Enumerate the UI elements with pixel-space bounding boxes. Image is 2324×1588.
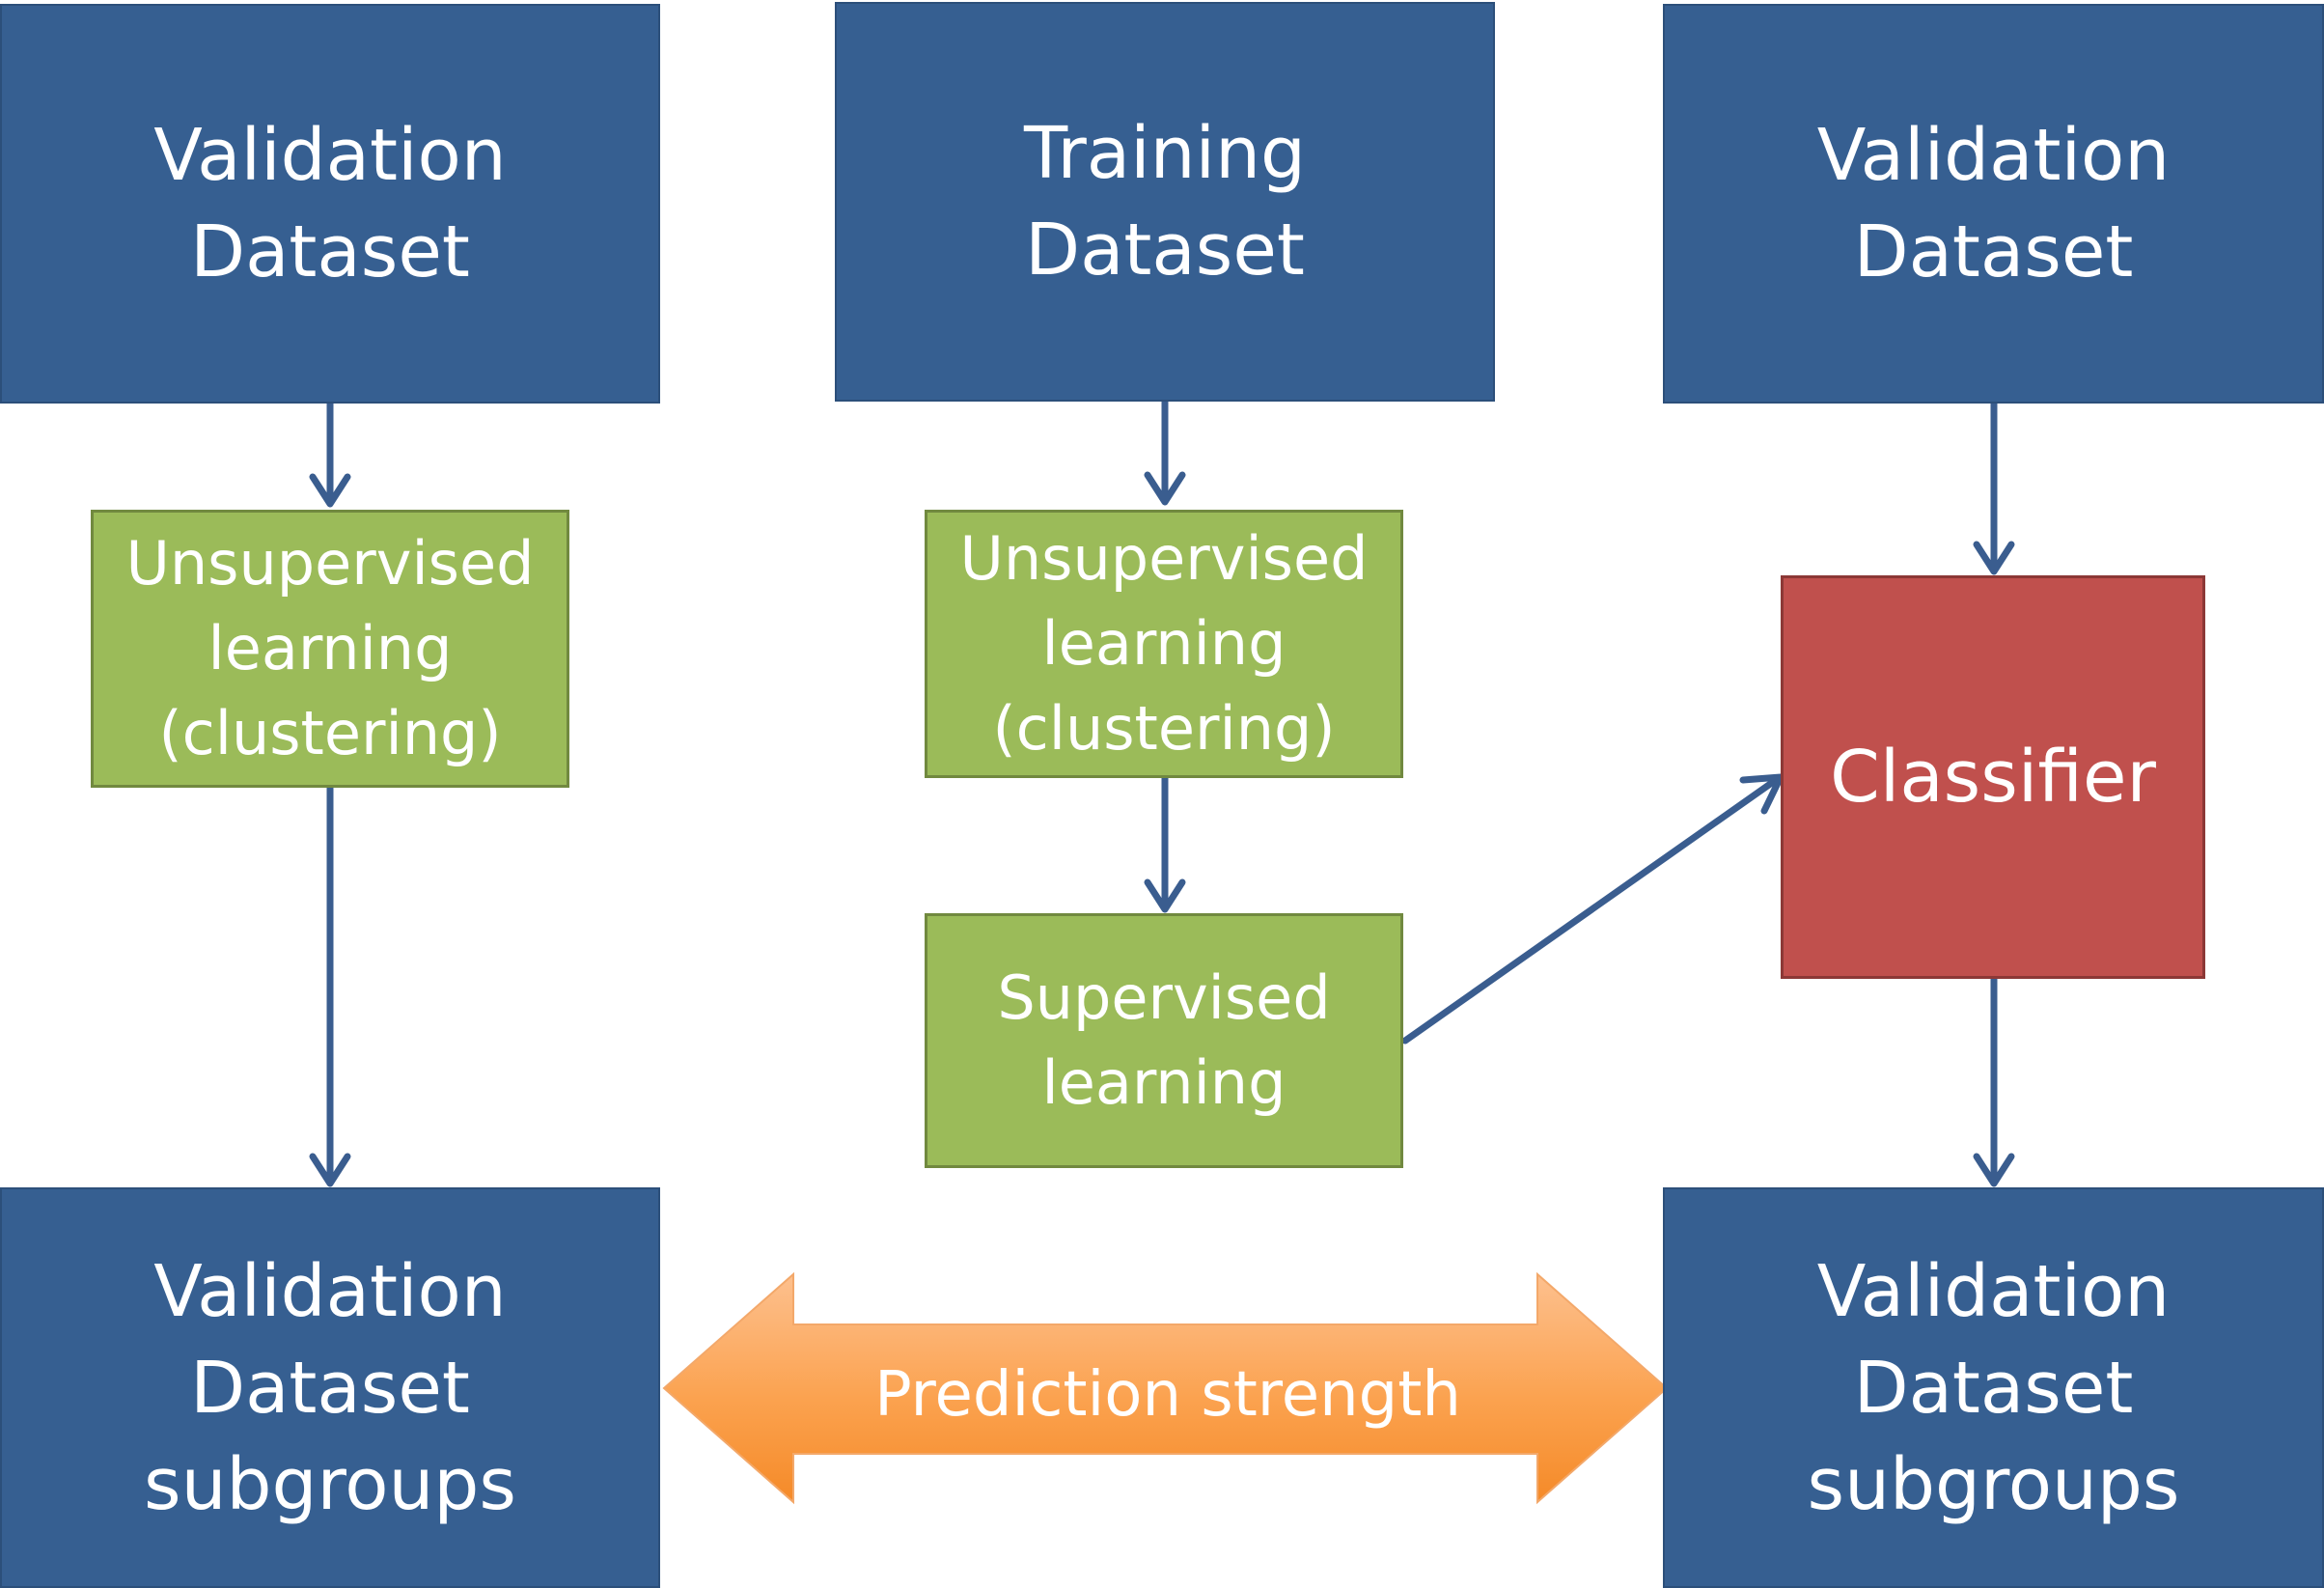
box-label-line: Validation <box>1816 1249 2171 1333</box>
classifier-box: Classifier <box>1781 575 2205 979</box>
box-label-line: Dataset <box>1853 210 2134 293</box>
box-label-line: learning <box>1041 608 1286 679</box>
box-label-line: Supervised <box>997 962 1331 1033</box>
classifier-label: Classifier <box>1830 736 2156 819</box>
box-label-line: Dataset <box>1853 1346 2134 1430</box>
box-label-line: (clustering) <box>158 698 502 768</box>
unsupervised-learning-box-left: Unsupervised learning (clustering) <box>91 510 569 788</box>
box-label-line: (clustering) <box>992 693 1336 764</box>
box-label-line: subgroups <box>144 1442 516 1526</box>
box-label-line: Unsupervised <box>959 523 1369 594</box>
validation-dataset-box-top-left: Validation Dataset <box>0 4 660 404</box>
box-label-line: Unsupervised <box>125 528 535 599</box>
box-label-line: Training <box>1024 112 1306 195</box>
box-label-line: learning <box>1041 1047 1286 1118</box>
box-label-line: Validation <box>153 114 507 197</box>
unsupervised-learning-box-center: Unsupervised learning (clustering) <box>925 510 1403 778</box>
prediction-strength-label: Prediction strength <box>874 1359 1461 1431</box>
box-label-line: Validation <box>1816 114 2171 197</box>
box-label-line: subgroups <box>1807 1442 2180 1526</box>
box-label-line: Dataset <box>190 1346 470 1430</box>
box-label-line: Dataset <box>190 210 470 293</box>
validation-dataset-box-top-right: Validation Dataset <box>1663 4 2324 404</box>
box-label-line: Dataset <box>1025 209 1305 292</box>
box-label-line: learning <box>208 613 453 683</box>
validation-subgroups-box-right: Validation Dataset subgroups <box>1663 1187 2324 1588</box>
training-dataset-box: Training Dataset <box>835 2 1495 402</box>
validation-subgroups-box-left: Validation Dataset subgroups <box>0 1187 660 1588</box>
supervised-learning-box: Supervised learning <box>925 913 1403 1168</box>
arrow-sup-to-classifier <box>1401 776 1780 1045</box>
box-label-line: Validation <box>153 1249 507 1333</box>
